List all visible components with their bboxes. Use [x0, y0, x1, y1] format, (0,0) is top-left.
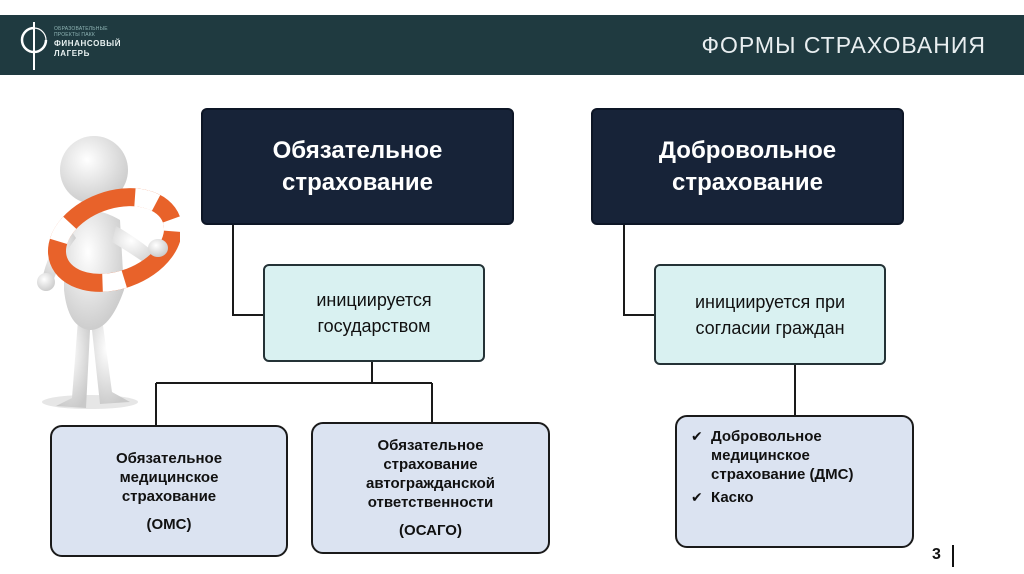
list-item: ✔ Добровольное медицинское страхование (… [691, 427, 881, 484]
list-item: ✔ Каско [691, 488, 881, 507]
oms-box: Обязательное медицинское страхование (ОМ… [50, 425, 288, 557]
checkmark-icon: ✔ [691, 427, 711, 446]
connector-mandatory-title-to-initiator [233, 225, 265, 315]
voluntary-types-list: ✔ Добровольное медицинское страхование (… [691, 427, 881, 511]
person-with-lifebuoy-illustration [20, 130, 180, 420]
mandatory-insurance-title: Обязательное страхование [201, 108, 514, 225]
osago-acronym: (ОСАГО) [336, 521, 526, 540]
osago-name: Обязательное страхование автогражданской… [336, 436, 526, 512]
voluntary-types-box: ✔ Добровольное медицинское страхование (… [675, 415, 914, 548]
voluntary-initiator: инициируется при согласии граждан [654, 264, 886, 365]
oms-acronym: (ОМС) [89, 515, 249, 534]
page-number-divider [952, 545, 954, 567]
connector-voluntary-title-to-initiator [624, 225, 655, 315]
oms-name: Обязательное медицинское страхование [89, 449, 249, 506]
page-number: 3 [932, 546, 941, 564]
voluntary-insurance-title: Добровольное страхование [591, 108, 904, 225]
checkmark-icon: ✔ [691, 488, 711, 507]
mandatory-initiator: инициируется государством [263, 264, 485, 362]
osago-box: Обязательное страхование автогражданской… [311, 422, 550, 554]
